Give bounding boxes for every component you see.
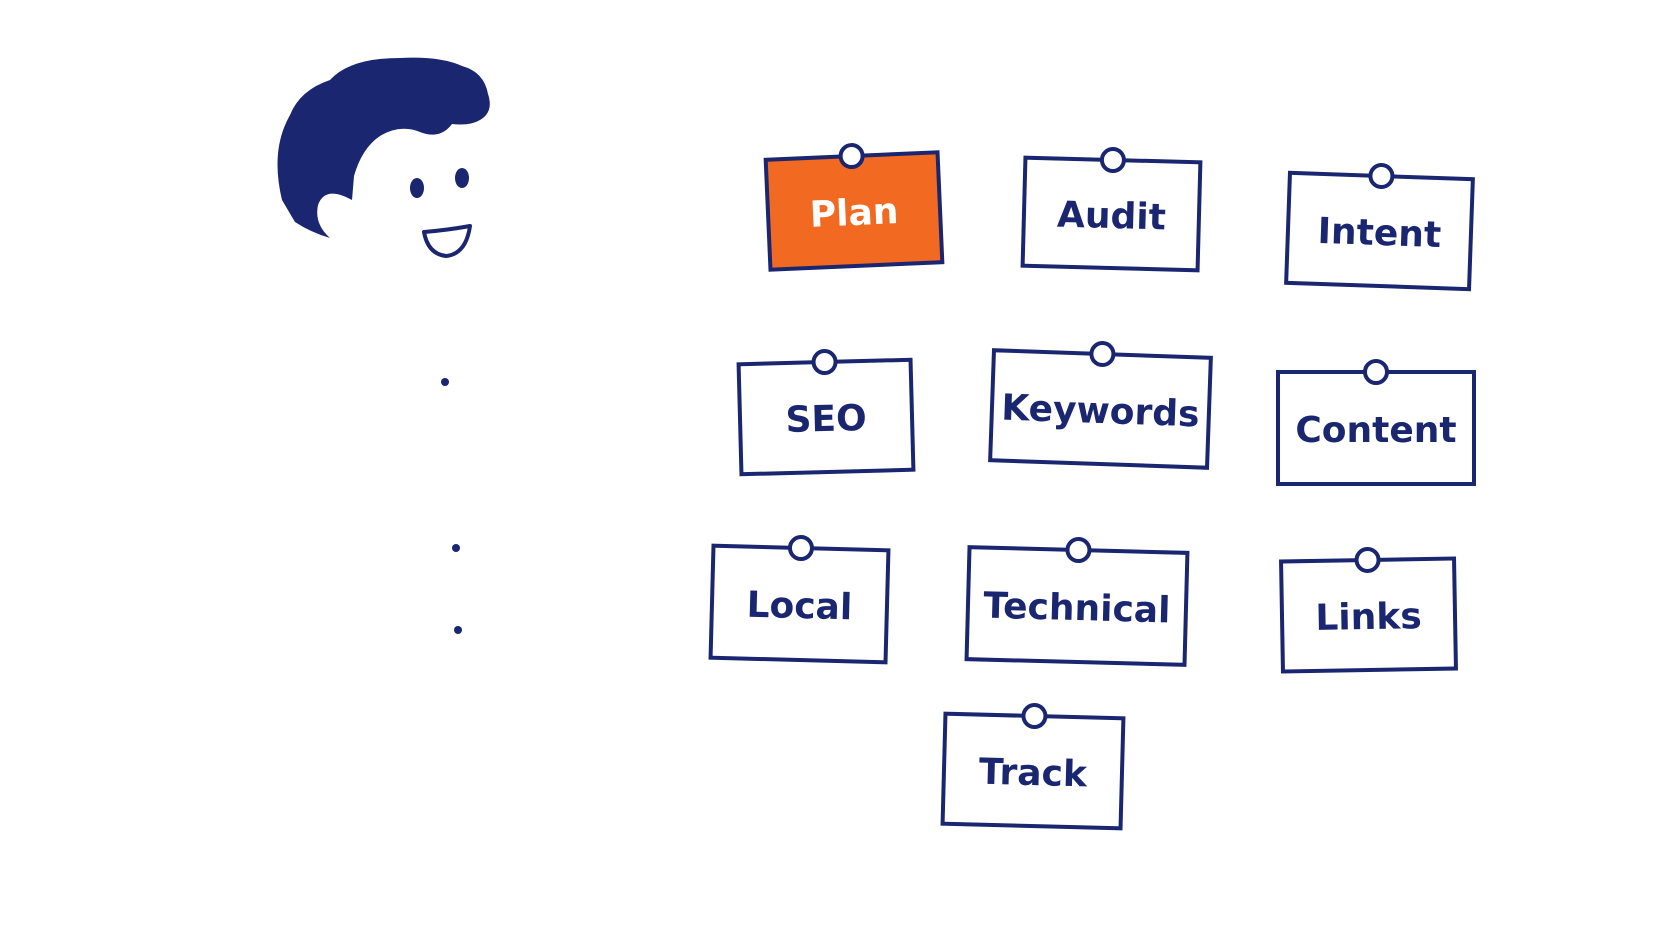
shirt-button [454, 626, 462, 634]
board-edge-highlight [1570, 70, 1575, 860]
shirt [240, 290, 535, 694]
pin-icon [1099, 147, 1126, 174]
right-eye [455, 168, 469, 188]
card-technical[interactable]: Technical [964, 536, 1190, 667]
card-label: Plan [809, 191, 899, 236]
card-label: Content [1295, 410, 1456, 451]
shirt-collar [330, 285, 470, 372]
pin-icon [1089, 341, 1116, 368]
card-background [1276, 370, 1476, 486]
shirt-fold [268, 365, 548, 620]
card-local[interactable]: Local [708, 535, 891, 665]
shirt-button [452, 544, 460, 552]
card-label: Technical [983, 586, 1171, 632]
hair [277, 57, 490, 238]
pin-icon [1065, 537, 1092, 564]
belt [262, 690, 502, 735]
shirt-placket [432, 352, 460, 694]
card-label: SEO [785, 398, 867, 441]
pin-icon [1021, 703, 1048, 730]
left-arm [500, 613, 592, 885]
pin-icon [838, 143, 865, 170]
card-label: Track [978, 752, 1088, 796]
card-keywords[interactable]: Keywords [988, 339, 1213, 470]
shirt-button [441, 378, 449, 386]
card-intent[interactable]: Intent [1284, 162, 1475, 292]
neck [345, 250, 455, 305]
card-label: Audit [1057, 195, 1167, 239]
card-track[interactable]: Track [940, 703, 1126, 831]
card-links[interactable]: Links [1279, 547, 1458, 674]
card-label: Keywords [1001, 388, 1200, 436]
card-plan[interactable]: Plan [763, 141, 945, 272]
pin-icon [1354, 547, 1381, 574]
pin-icon [1363, 359, 1389, 385]
left-cuff [502, 650, 560, 700]
ear [320, 197, 352, 245]
ear-detail [334, 210, 340, 230]
card-content[interactable]: Content [1276, 359, 1476, 486]
right-arm [300, 270, 760, 520]
card-audit[interactable]: Audit [1020, 147, 1203, 273]
card-label: Intent [1317, 211, 1442, 256]
smile [422, 224, 472, 258]
pin-icon [787, 535, 814, 562]
card-label: Links [1315, 596, 1422, 639]
nose [455, 190, 463, 214]
pin-icon [1368, 163, 1395, 190]
pin-icon [811, 349, 838, 376]
left-eye [410, 178, 424, 198]
right-eyebrow [450, 146, 476, 150]
card-label: Local [746, 585, 853, 629]
rolled-sleeve [548, 378, 619, 505]
left-eyebrow [398, 153, 430, 158]
person-figure [240, 57, 760, 915]
card-seo[interactable]: SEO [736, 349, 916, 477]
trousers [240, 700, 508, 915]
face [345, 130, 490, 290]
